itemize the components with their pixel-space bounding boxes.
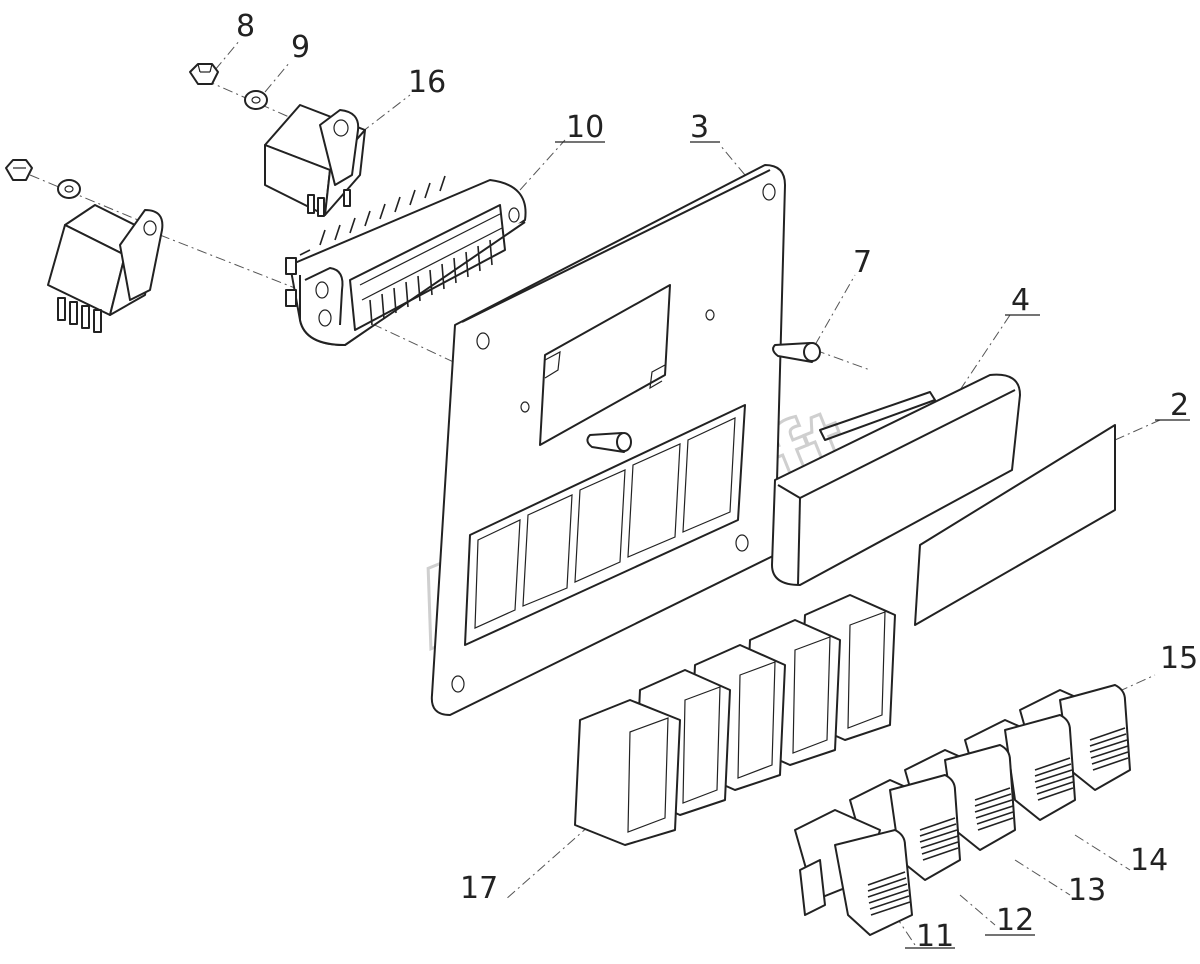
part-nut-8 [189, 63, 219, 85]
part-washer-left [57, 179, 81, 199]
callout-8: 8 [236, 9, 255, 44]
leader-lines [29, 39, 1190, 949]
part-washer-9 [244, 90, 268, 110]
part-relay-left [47, 204, 164, 333]
callout-10: 10 [566, 110, 604, 145]
callout-12: 12 [996, 903, 1034, 938]
callout-labels: 8 9 16 10 3 7 4 2 15 14 13 12 11 17 [236, 9, 1198, 954]
callout-13: 13 [1068, 873, 1106, 908]
part-screw-inner [586, 432, 632, 453]
part-label-sheet-2 [914, 424, 1116, 626]
callout-11: 11 [916, 919, 954, 954]
callout-17: 17 [460, 871, 498, 906]
callout-3: 3 [690, 110, 709, 145]
callout-9: 9 [291, 30, 310, 65]
bezel-frame [574, 699, 681, 846]
callout-2: 2 [1170, 388, 1189, 423]
callout-4: 4 [1011, 283, 1030, 318]
part-bezel-frames-17 [574, 594, 896, 846]
callout-15: 15 [1160, 641, 1198, 676]
part-screw-7 [772, 342, 821, 363]
rocker-switches [794, 684, 1131, 936]
part-relay-16 [264, 104, 366, 217]
callout-14: 14 [1130, 843, 1168, 878]
rocker-switch-11 [794, 809, 913, 936]
part-fuse-block-10 [285, 175, 527, 346]
callout-7: 7 [853, 245, 872, 280]
callout-16: 16 [408, 65, 446, 100]
part-label-housing-4 [771, 373, 1021, 586]
part-nut-left [5, 159, 33, 181]
